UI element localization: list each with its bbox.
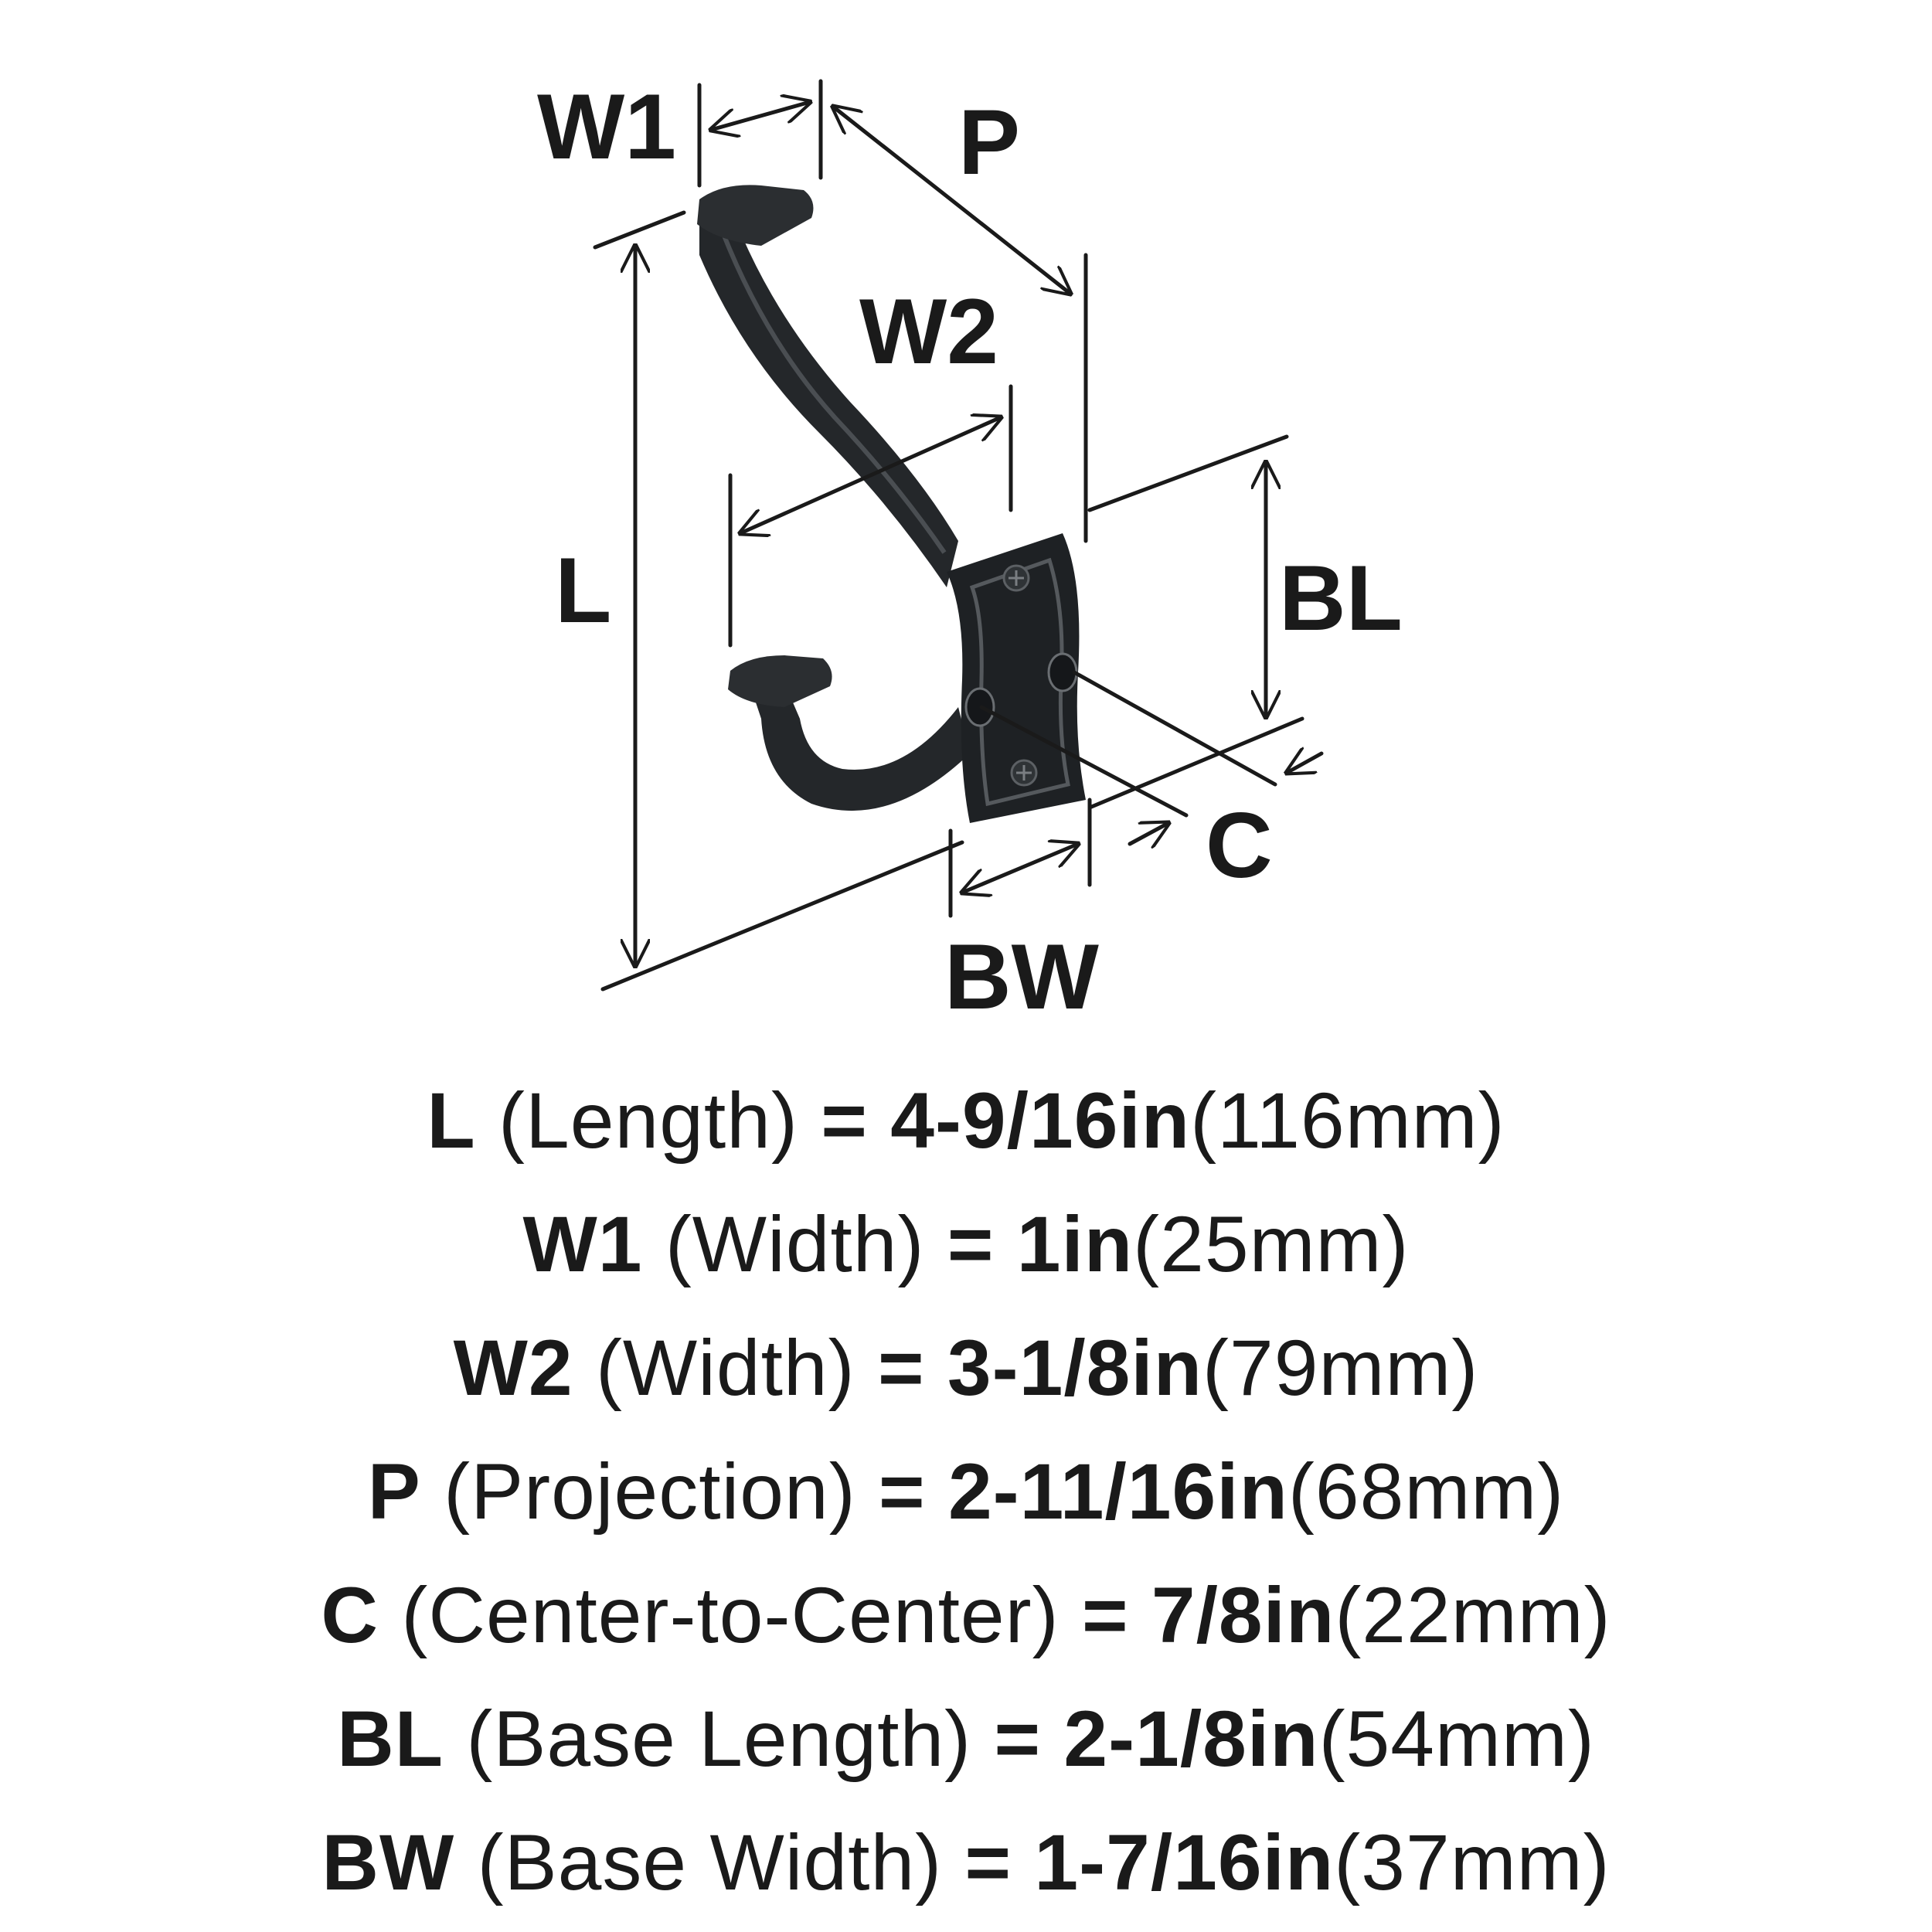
dimension-c-arrow: [1287, 753, 1324, 773]
dimension-p-arrow: [833, 107, 1070, 294]
label-c: C: [1206, 794, 1273, 897]
dimension-w2-arrow: [740, 417, 1001, 533]
spec-row-center-to-center: C (Center-to-Center) = 7/8in(22mm): [321, 1571, 1611, 1659]
label-bl: BL: [1279, 546, 1403, 650]
spec-row-length: L (Length) = 4-9/16in(116mm): [427, 1077, 1505, 1165]
label-bw: BW: [944, 925, 1100, 1029]
hook-lower-finial: [728, 655, 832, 707]
hook-upper-finial: [697, 185, 814, 246]
screw-icon: [1002, 564, 1030, 592]
dimension-w1-arrow: [711, 102, 810, 130]
dimension-lines: [593, 79, 1324, 992]
label-p: P: [958, 90, 1020, 194]
spec-row-width-2: W2 (Width) = 3-1/8in(79mm): [453, 1324, 1479, 1412]
spec-row-base-length: BL (Base Length) = 2-1/8in(54mm): [337, 1695, 1595, 1783]
spec-row-projection: P (Projection) = 2-11/16in(68mm): [367, 1447, 1565, 1536]
dimension-bw-arrow: [962, 844, 1078, 893]
screw-icon: [1010, 759, 1038, 787]
spec-row-base-width: BW (Base Width) = 1-7/16in(37mm): [321, 1818, 1611, 1906]
label-w1: W1: [537, 75, 676, 179]
specification-list: L (Length) = 4-9/16in(116mm) W1 (Width) …: [0, 1059, 1932, 1924]
label-w2: W2: [859, 280, 998, 383]
label-l: L: [555, 539, 611, 642]
hook-dimension-diagram: W1 P W2 L BL C BW: [537, 75, 1403, 1029]
spec-row-width-1: W1 (Width) = 1in(25mm): [522, 1200, 1410, 1288]
hook-lower-curve: [753, 692, 970, 811]
